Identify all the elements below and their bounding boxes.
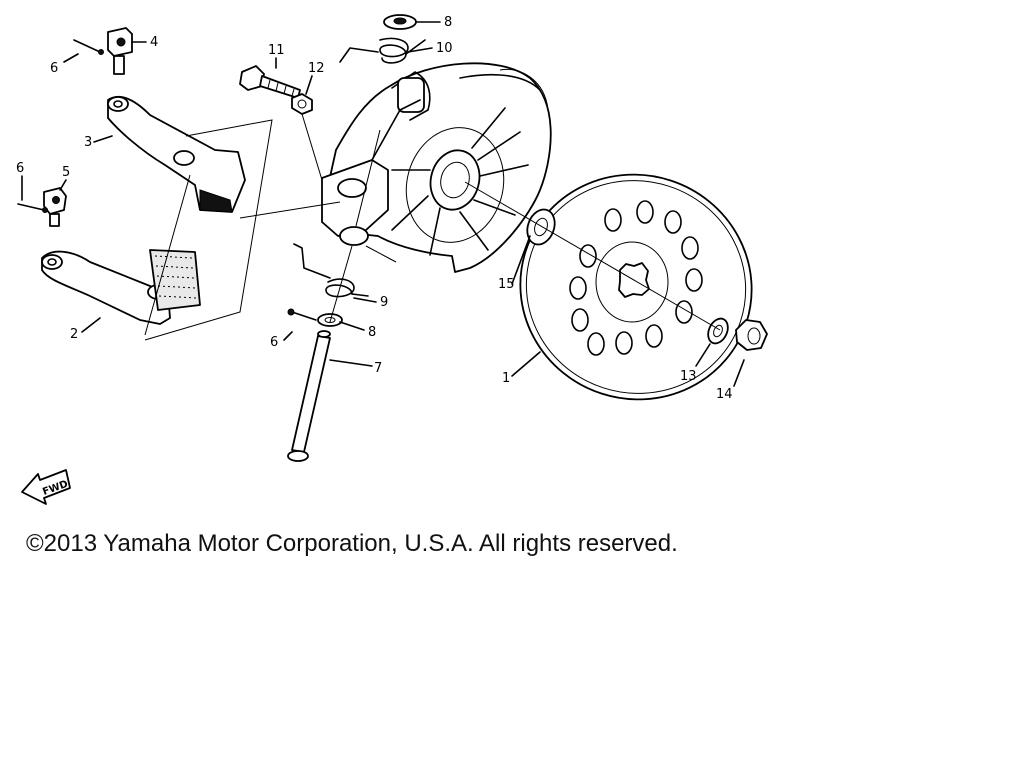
- bolt-11: [239, 65, 301, 99]
- callout-9: 9: [380, 295, 388, 310]
- nut-axis-line: [301, 113, 323, 181]
- fwd-arrow: FWD: [21, 469, 71, 505]
- callout-labels: 1 2 3 4 5 6 6 6 7 8 8 9 10 11 12 13 14 1…: [16, 15, 733, 402]
- nut-12: [291, 93, 313, 115]
- pin-6-left: [17, 203, 48, 213]
- leader-lines: [21, 21, 745, 387]
- washer-8-bottom: [317, 313, 343, 327]
- washer-15: [526, 208, 556, 246]
- callout-2: 2: [70, 327, 78, 342]
- assembly-guide-lines: [144, 119, 341, 341]
- callout-4: 4: [150, 35, 158, 50]
- washer-8-top: [383, 14, 417, 30]
- callout-8-bottom: 8: [368, 325, 376, 340]
- caliper-housing: [325, 62, 552, 273]
- washer-13: [707, 317, 729, 345]
- shaft-axis-line: [329, 129, 381, 323]
- callout-6-upper: 6: [50, 61, 58, 76]
- callout-10: 10: [436, 41, 453, 56]
- clip-4: [107, 27, 133, 75]
- brake-disc: [519, 173, 753, 401]
- callout-8-top: 8: [444, 15, 452, 30]
- spring-9: [293, 243, 369, 298]
- callout-11: 11: [268, 43, 285, 58]
- shaft-7: [287, 330, 331, 462]
- callout-7: 7: [374, 361, 382, 376]
- callout-1: 1: [502, 371, 510, 386]
- brake-pad: [149, 249, 201, 311]
- pin-6-bottom: [287, 308, 317, 321]
- brake-arm-3: [107, 95, 246, 213]
- axle-centerline: [464, 181, 721, 331]
- copyright-notice: ©2013 Yamaha Motor Corporation, U.S.A. A…: [26, 530, 678, 557]
- clip-5: [43, 187, 67, 227]
- callout-13: 13: [680, 369, 697, 384]
- exploded-parts-diagram: 1 2 3 4 5 6 6 6 7 8 8 9 10 11 12 13 14 1…: [16, 14, 768, 505]
- caliper-bracket: [321, 99, 421, 246]
- pin-6-upper: [73, 39, 104, 55]
- callout-12: 12: [308, 61, 325, 76]
- callout-14: 14: [716, 387, 733, 402]
- bracket-link-line: [365, 245, 397, 263]
- callout-5: 5: [62, 165, 70, 180]
- callout-6-bottom: 6: [270, 335, 278, 350]
- callout-15: 15: [498, 277, 515, 292]
- callout-3: 3: [84, 135, 92, 150]
- nut-14: [735, 319, 768, 351]
- callout-6-left: 6: [16, 161, 24, 176]
